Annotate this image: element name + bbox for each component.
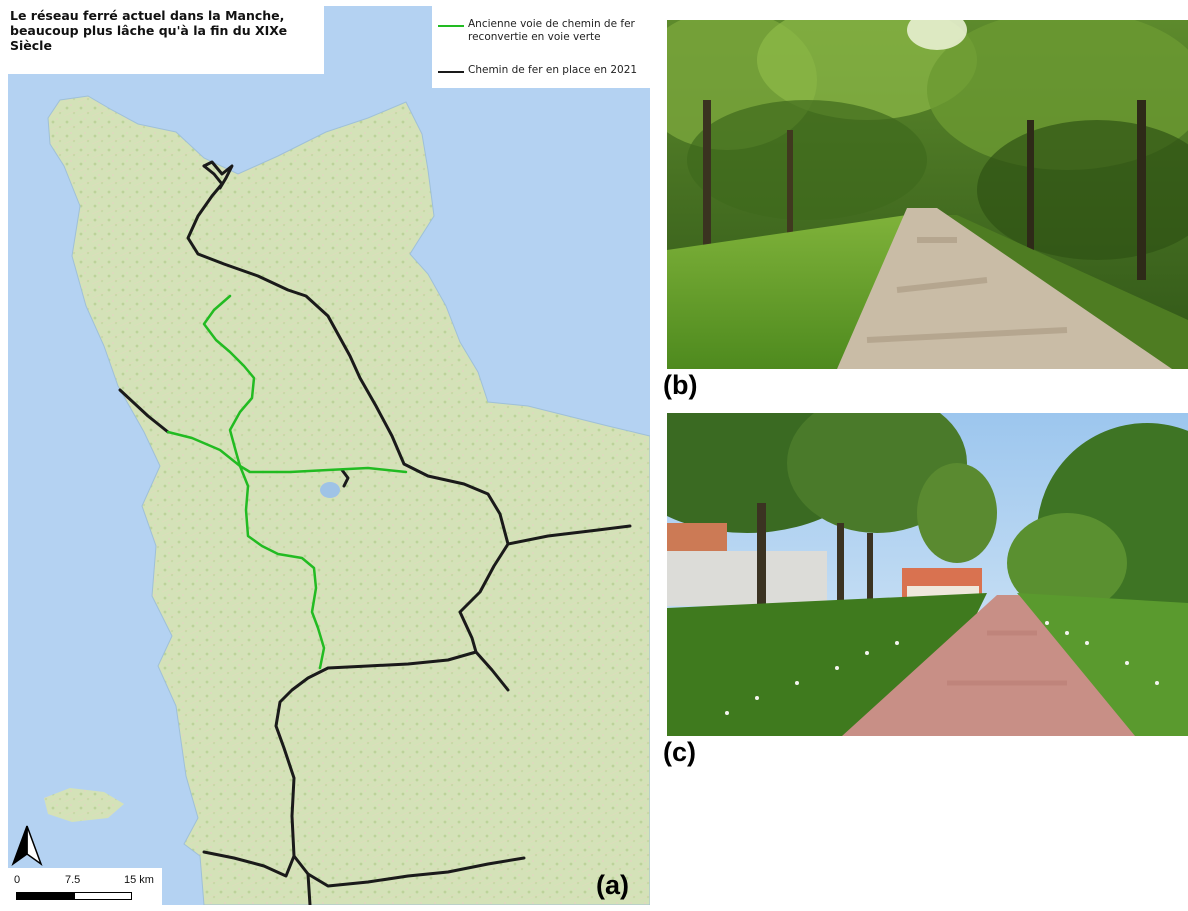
panel-label-b: (b) [663,370,698,400]
scale-tick-end: 15 km [124,874,154,886]
scale-segment-black [16,892,74,900]
north-arrow-icon [10,824,44,868]
greenway-line [202,294,256,468]
railway-lines [118,160,632,905]
photo-greenway-forest [667,20,1188,369]
map-title-box: Le réseau ferré actuel dans la Manche, b… [8,6,324,74]
railway-line [340,468,350,488]
land-area [47,95,650,905]
panel-label-c: (c) [663,737,696,767]
map-panel: Le réseau ferré actuel dans la Manche, b… [8,6,650,905]
map-canvas [44,95,650,905]
panel-label-a: (a) [596,870,629,900]
map-title: Le réseau ferré actuel dans la Manche, b… [10,8,288,53]
legend-swatch-greenway [438,25,464,27]
greenway-lines [166,294,408,670]
railway-line [306,872,312,905]
island [44,788,124,822]
scale-tick-0: 0 [14,874,21,886]
photo-greenway-village [667,413,1188,736]
railway-line [458,542,510,692]
map-legend: Ancienne voie de chemin de fer reconvert… [432,6,650,88]
railway-line [202,160,234,190]
railway-line [118,388,170,434]
railway-line [186,164,632,546]
railway-line [292,854,526,888]
railway-line [202,650,478,878]
legend-label-greenway: Ancienne voie de chemin de fer reconvert… [468,18,635,43]
greenway-line [166,430,408,474]
legend-label-railway: Chemin de fer en place en 2021 [468,64,638,76]
scale-bar: 0 7.5 15 km [8,868,162,905]
legend-swatch-railway [438,71,464,73]
scale-tick-mid: 7.5 [65,874,81,886]
scale-segment-white [74,892,132,900]
greenway-line [238,464,326,670]
lake [320,482,340,498]
